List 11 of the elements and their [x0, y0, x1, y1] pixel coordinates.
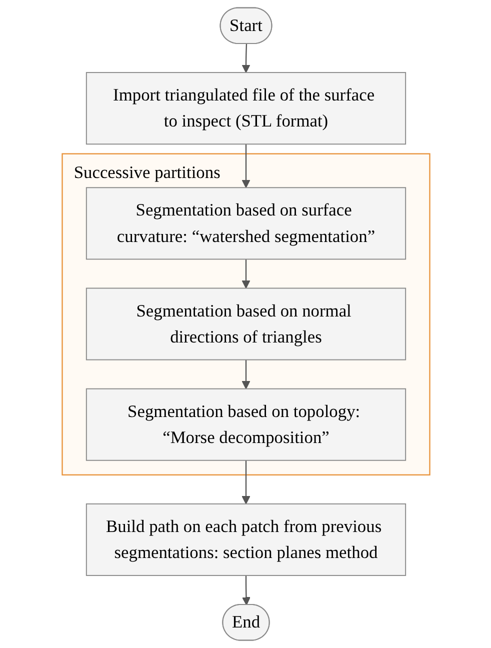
node-box: Segmentation based on topology: “Morse decomposition”	[85, 388, 406, 461]
node-box: Segmentation based on surface curvature: “watershed segmentation”	[85, 187, 406, 260]
arrow	[241, 144, 250, 188]
arrow	[241, 259, 250, 289]
node-box: Build path on each patch from previous segmentations: section planes method	[85, 503, 406, 576]
node-box: Segmentation based on normal directions of triangles	[85, 288, 406, 360]
node-box: Import triangulated file of the surface to inspect (STL format)	[85, 72, 406, 145]
arrow	[241, 44, 250, 73]
arrow	[241, 360, 250, 390]
arrow	[241, 460, 250, 504]
arrow	[241, 575, 250, 606]
